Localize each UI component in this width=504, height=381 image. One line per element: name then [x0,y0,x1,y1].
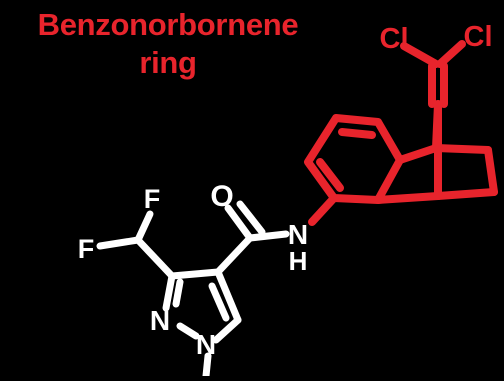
ethano-bridge-2 [484,146,498,196]
caption-line-2: ring [139,45,197,80]
cf-bond-left [96,236,142,250]
pyrazole-double-1 [208,282,230,322]
amide-cn-bond [246,230,290,242]
fluorine-left-label: F [78,234,95,264]
pyrazole-double-2 [172,278,184,308]
ethano-bridge-3 [434,188,498,200]
pyrazole-c4-c5 [214,268,242,324]
pyrazole-n2-c3 [162,272,176,312]
caption-line-1: Benzonorbornene [37,7,299,42]
fluorine-top-label: F [144,184,161,214]
oxygen-label: O [210,180,233,213]
bridge-bond-2 [374,192,442,204]
cf-bond-top [134,210,154,244]
n-methyl-bond [202,352,212,380]
chlorine-left-label: Cl [380,23,409,55]
aromatic-bond-2 [316,158,344,192]
ccl-bond-left [400,42,440,68]
pyrazole-n1-n2 [176,322,200,340]
pyrazole-carboxamide [96,200,290,380]
pyrazole-c3-c4 [168,268,222,280]
ethano-bridge-1 [432,144,492,154]
amide-hydrogen-label: H [289,246,308,276]
bridge-bond-1 [396,144,440,164]
pyrazole-n2-label: N [150,305,170,336]
aromatic-bond-1 [338,128,376,139]
amide-ring-bond [214,234,254,276]
ccl-bond-right [436,40,466,68]
pyrazole-n1-label: N [196,329,216,360]
pyrazole-c5-n1 [212,316,242,344]
atom-labels: Cl Cl F F O N H N N [78,21,493,360]
cf2-bond [134,236,176,280]
highlight-caption: Benzonorbornene ring [0,6,336,82]
carbonyl-bond-1 [224,204,254,242]
amide-nitrogen-label: N [288,219,308,250]
chlorine-right-label: Cl [464,21,493,53]
benzonorbornene-ring [304,40,498,226]
carbonyl-bond-2 [236,200,266,236]
aryl-n-bond [308,194,338,226]
